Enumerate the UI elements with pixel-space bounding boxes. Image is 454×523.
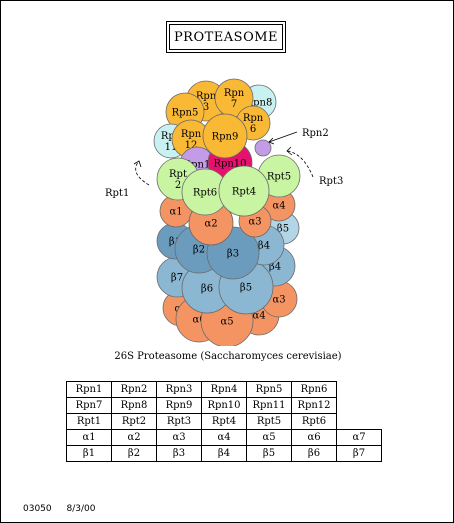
subunit-label: β3 bbox=[227, 249, 239, 260]
table-cell: β2 bbox=[111, 445, 157, 462]
subunit-label: Rpn8 bbox=[246, 98, 273, 109]
subunit-label: β4 bbox=[258, 241, 270, 252]
subunit-label: Rpt6 bbox=[193, 188, 217, 199]
subunit-label: α1 bbox=[169, 207, 182, 218]
subunit-label: α4 bbox=[252, 311, 265, 322]
subunit-label: β5 bbox=[277, 224, 289, 235]
table-cell: α4 bbox=[201, 429, 247, 446]
table-cell: Rpn3 bbox=[156, 381, 202, 398]
table-cell: Rpt6 bbox=[291, 413, 337, 430]
subunit-label: α6 bbox=[192, 315, 205, 326]
rpn2-callout-arrowhead bbox=[268, 137, 275, 145]
table-cell: Rpt3 bbox=[156, 413, 202, 430]
subunit-rpn9-shape bbox=[202, 113, 248, 159]
subunit-label: α3 bbox=[248, 217, 261, 228]
table-cell: α7 bbox=[336, 429, 382, 446]
subunit-label: β2 bbox=[193, 245, 205, 256]
table-cell: Rpn6 bbox=[291, 381, 337, 398]
table-cell: Rpn8 bbox=[111, 397, 157, 414]
rpt1-callout-arrowhead bbox=[133, 160, 142, 168]
table-cell: Rpn2 bbox=[111, 381, 157, 398]
subunit-label: β1 bbox=[169, 237, 181, 248]
rpn2-label: Rpn2 bbox=[302, 128, 329, 139]
subunit-label: Rpn1 bbox=[184, 160, 211, 171]
table-cell: Rpn7 bbox=[66, 397, 112, 414]
table-cell: β6 bbox=[291, 445, 337, 462]
table-cell: Rpt4 bbox=[201, 413, 247, 430]
table-cell: Rpn11 bbox=[246, 397, 292, 414]
subunit-label: Rpn9 bbox=[212, 132, 239, 143]
table-cell: α1 bbox=[66, 429, 112, 446]
table-cell: Rpt5 bbox=[246, 413, 292, 430]
page-title: PROTEASOME bbox=[166, 21, 286, 53]
subunit-label: β5 bbox=[240, 283, 252, 294]
table-cell: Rpt2 bbox=[111, 413, 157, 430]
table-cell: α3 bbox=[156, 429, 202, 446]
footer: 03050 8/3/00 bbox=[23, 504, 107, 514]
subunit-label: Rpn5 bbox=[172, 108, 199, 119]
subunit-label: α3 bbox=[272, 295, 285, 306]
rpt1-label: Rpt1 bbox=[105, 188, 129, 199]
table-cell: Rpn10 bbox=[201, 397, 247, 414]
rpt3-label: Rpt3 bbox=[319, 176, 343, 187]
figure-code: 03050 bbox=[23, 504, 52, 514]
table-cell: Rpt1 bbox=[66, 413, 112, 430]
subunit-label: β4 bbox=[269, 262, 281, 273]
table-cell: α2 bbox=[111, 429, 157, 446]
subunit-rpn1edge-shape bbox=[254, 139, 272, 157]
table-cell: β3 bbox=[156, 445, 202, 462]
diagram-caption: 26S Proteasome (Saccharomyces cerevisiae… bbox=[114, 351, 342, 362]
table-cell: α6 bbox=[291, 429, 337, 446]
table-cell bbox=[337, 382, 382, 398]
table-cell bbox=[337, 398, 382, 414]
table-cell: Rpn5 bbox=[246, 381, 292, 398]
subunit-label: α5 bbox=[220, 317, 233, 328]
figure-date: 8/3/00 bbox=[66, 504, 96, 514]
table-cell: β1 bbox=[66, 445, 112, 462]
table-cell: Rpn9 bbox=[156, 397, 202, 414]
table-cell: β7 bbox=[336, 445, 382, 462]
subunit-label: β7 bbox=[171, 273, 183, 284]
table-cell: Rpn12 bbox=[291, 397, 337, 414]
rpt3-callout-arc bbox=[286, 150, 314, 178]
table-cell: Rpn1 bbox=[66, 381, 112, 398]
table-cell bbox=[337, 414, 382, 430]
subunit-label: Rpt5 bbox=[267, 172, 291, 183]
table-cell: β5 bbox=[246, 445, 292, 462]
subunit-label: β6 bbox=[201, 284, 213, 295]
rpt1-callout-arc bbox=[135, 160, 150, 186]
subunit-label: α4 bbox=[272, 201, 285, 212]
table-cell: α5 bbox=[246, 429, 292, 446]
table-cell: β4 bbox=[201, 445, 247, 462]
subunit-label: Rpn10 bbox=[213, 159, 246, 170]
table-cell: Rpn4 bbox=[201, 381, 247, 398]
subunit-label: Rpt4 bbox=[232, 187, 256, 198]
subunit-label: α2 bbox=[204, 219, 217, 230]
subunit-rpt4-shape bbox=[218, 165, 270, 217]
rpn2-callout-line bbox=[268, 131, 298, 143]
rpt3-callout-arrowhead bbox=[286, 146, 293, 156]
proteasome-diagram: α7α4α3α6α5β4β7β6β5β5β4β1β2β3α4α1α3α2Rpn8… bbox=[105, 78, 343, 346]
